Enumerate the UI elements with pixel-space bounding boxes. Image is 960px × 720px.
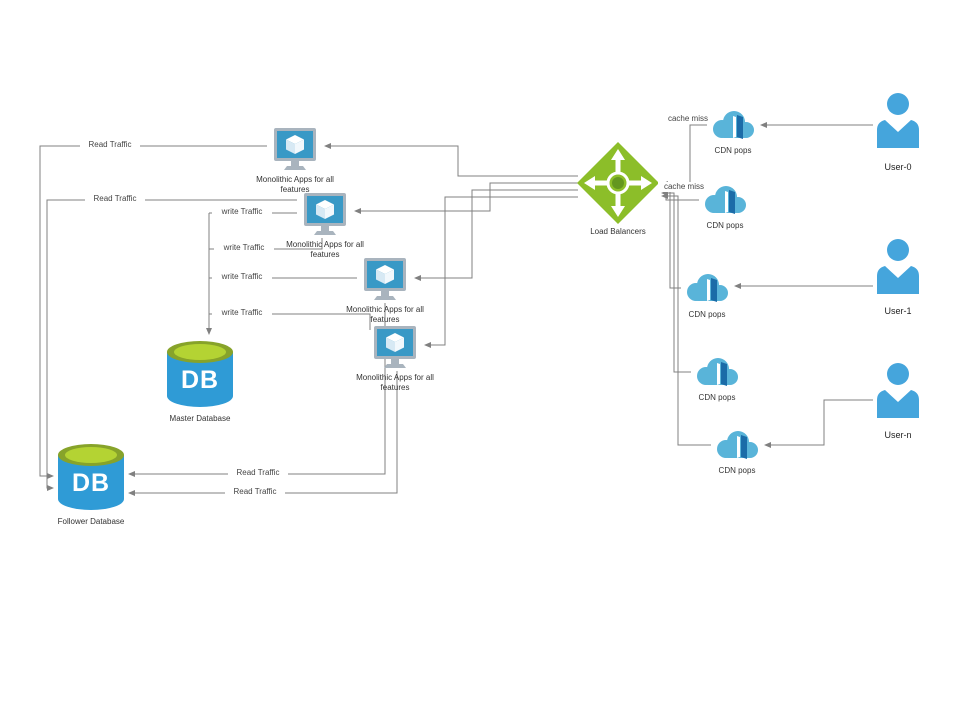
edge-usern-to-cdn5 (764, 399, 873, 448)
cdn-node-2-label: CDN pops (706, 221, 744, 230)
cdn-node-4 (693, 355, 741, 394)
edge-label-write-traffic-1: write Traffic (212, 207, 272, 217)
app-node-4 (367, 325, 423, 376)
app-node-4-label: Monolithic Apps for all features (356, 373, 434, 392)
user-node-n (875, 362, 921, 423)
user-node-n-label: User-n (884, 430, 912, 440)
app-server-icon (297, 192, 353, 238)
user-node-1 (875, 238, 921, 299)
cdn-icon (713, 428, 761, 462)
app-node-1 (267, 127, 323, 178)
app-node-3-label: Monolithic Apps for all features (346, 305, 424, 324)
edge-lb-to-app3 (414, 189, 578, 281)
app-server-icon (357, 257, 413, 303)
edge-label-read-traffic-3: Read Traffic (228, 468, 288, 478)
edge-cdn1-to-lb (661, 124, 707, 187)
master-database-label: Master Database (169, 414, 231, 423)
edge-label-cache-miss-2: cache miss (658, 182, 710, 192)
user-icon (875, 238, 921, 294)
edge-label-read-traffic-1: Read Traffic (80, 140, 140, 150)
cdn-node-5 (713, 428, 761, 467)
app-server-icon (367, 325, 423, 371)
user-node-0 (875, 92, 921, 153)
cdn-node-4-label: CDN pops (698, 393, 736, 402)
load-balancer-node (576, 141, 660, 230)
load-balancer-label: Load Balancers (590, 227, 646, 236)
edge-lb-to-app4 (424, 196, 578, 348)
app-server-icon (267, 127, 323, 173)
user-icon (875, 92, 921, 148)
edge-label-write-traffic-2: write Traffic (214, 243, 274, 253)
edge-read-app3-to-follower (128, 303, 386, 477)
edge-label-read-traffic-2: Read Traffic (85, 194, 145, 204)
edge-label-read-traffic-4: Read Traffic (225, 487, 285, 497)
edge-lb-to-app1 (324, 143, 578, 177)
follower-database-label: Follower Database (57, 517, 125, 526)
user-icon (875, 362, 921, 418)
follower-database-text: DB (71, 469, 111, 497)
app-node-1-label: Monolithic Apps for all features (256, 175, 334, 194)
cdn-node-3 (683, 271, 731, 310)
load-balancer-icon (576, 141, 660, 225)
app-node-3 (357, 257, 413, 308)
edge-read-app2-to-follower (46, 199, 297, 491)
app-node-2 (297, 192, 353, 243)
edge-read-app4-to-follower (128, 371, 398, 496)
cdn-node-1 (709, 108, 757, 147)
edge-cdn4-to-lb (661, 190, 691, 373)
user-node-0-label: User-0 (884, 162, 912, 172)
cdn-node-5-label: CDN pops (718, 466, 756, 475)
cdn-icon (709, 108, 757, 142)
cdn-node-3-label: CDN pops (688, 310, 726, 319)
master-database-text: DB (180, 366, 220, 394)
edge-label-cache-miss-1: cache miss (662, 114, 714, 124)
cdn-node-1-label: CDN pops (714, 146, 752, 155)
cdn-icon (683, 271, 731, 305)
app-node-2-label: Monolithic Apps for all features (286, 240, 364, 259)
user-node-1-label: User-1 (884, 306, 912, 316)
edge-cdn5-to-lb (661, 193, 711, 446)
edge-label-write-traffic-3: write Traffic (212, 272, 272, 282)
cdn-icon (693, 355, 741, 389)
edge-label-write-traffic-4: write Traffic (212, 308, 272, 318)
